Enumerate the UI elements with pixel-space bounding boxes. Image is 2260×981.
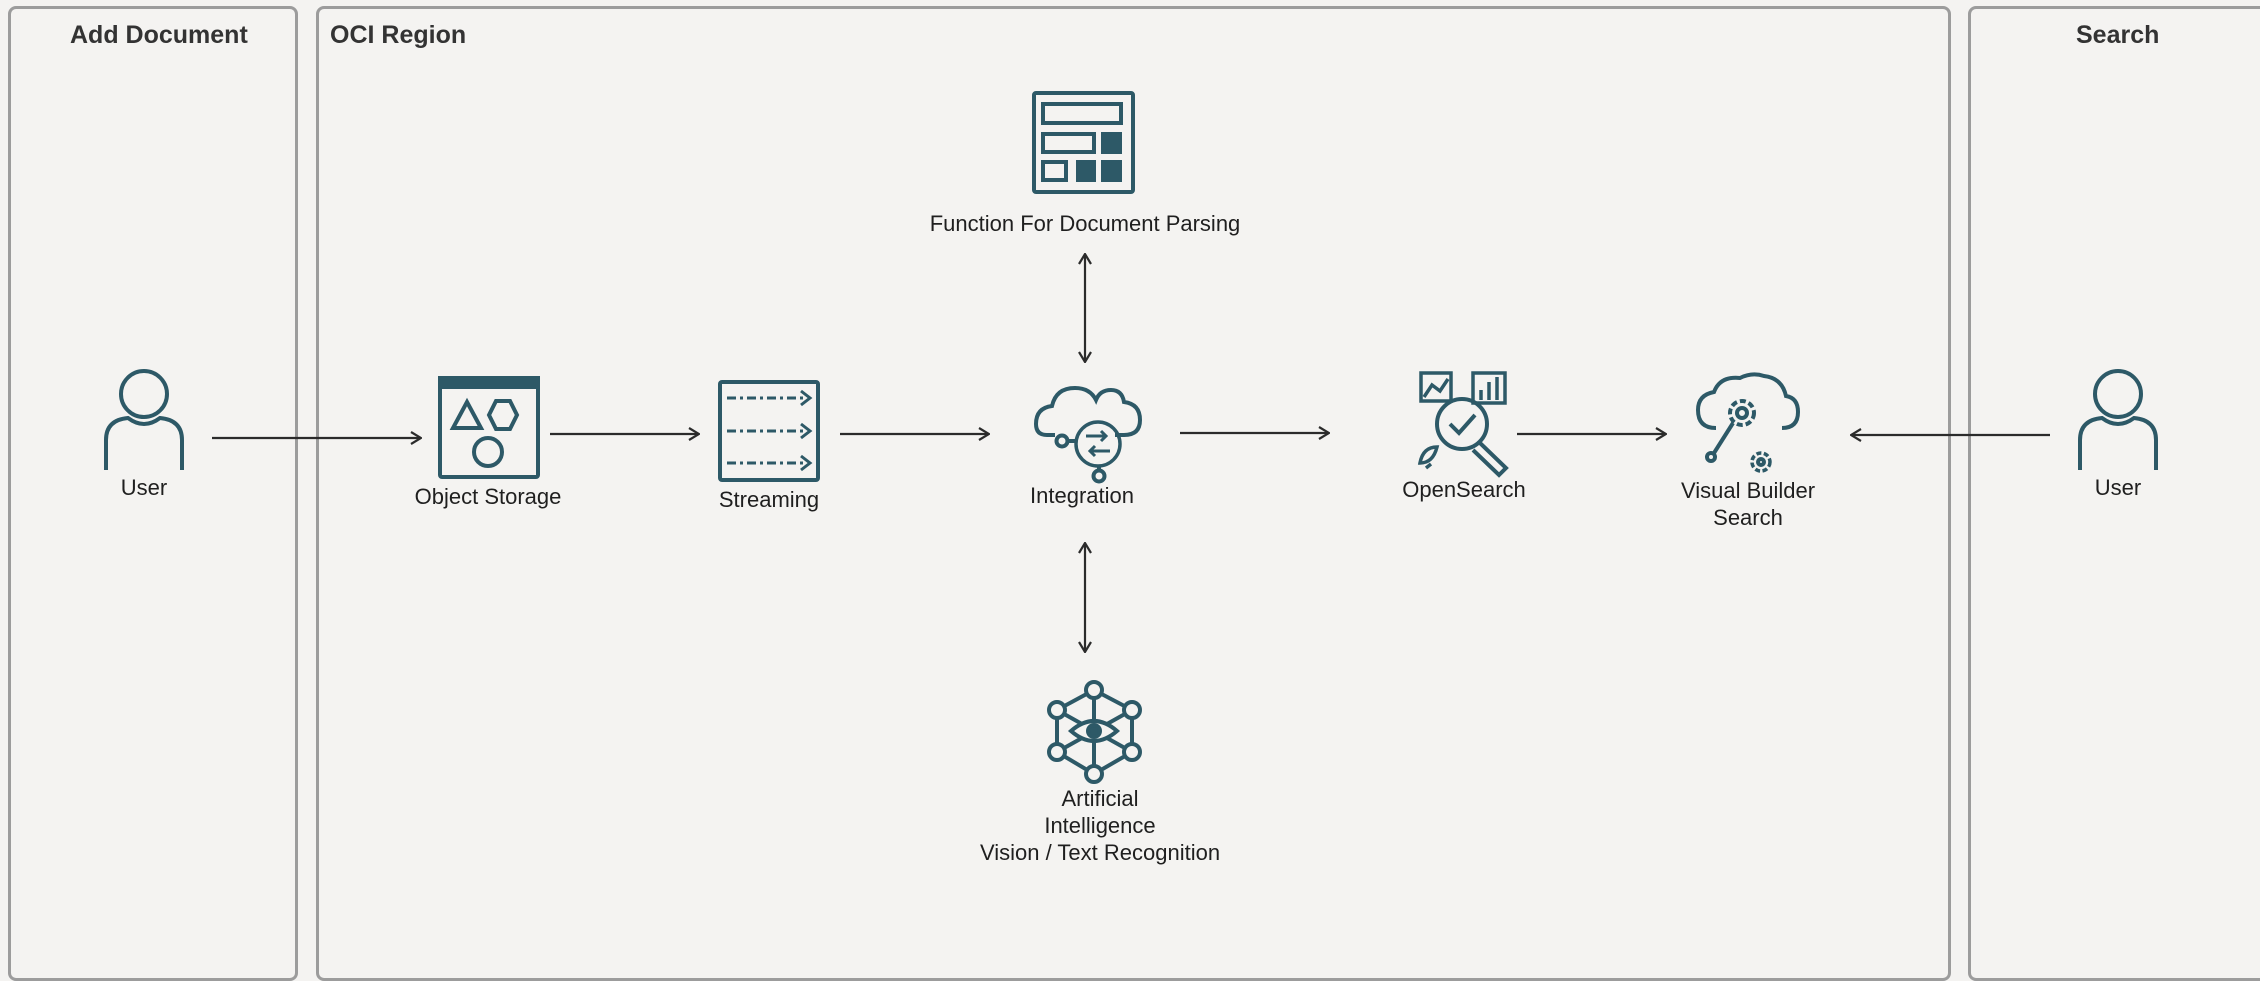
function-parsing-label: Function For Document Parsing	[929, 211, 1241, 236]
ai-vision-label: Artificial Intelligence Vision / Text Re…	[980, 785, 1220, 866]
oci-region-title: OCI Region	[330, 21, 467, 49]
opensearch-icon	[1417, 371, 1509, 478]
function-icon	[1032, 91, 1135, 194]
search-title: Search	[2076, 21, 2160, 49]
architecture-diagram	[104, 91, 2158, 784]
ai-vision-label-line: Vision / Text Recognition	[979, 840, 1221, 865]
visual-builder-icon	[1695, 372, 1801, 473]
visual-builder-label-line: Visual Builder	[1680, 478, 1816, 503]
visual-builder-label: Visual Builder Search	[1681, 477, 1815, 531]
object-storage-icon	[438, 376, 540, 479]
user-right-label: User	[2094, 475, 2142, 500]
add-document-panel: Add Document	[8, 6, 298, 981]
ai-vision-label-line: Artificial	[1061, 786, 1139, 811]
user-icon	[104, 369, 184, 470]
integration-icon	[1033, 385, 1143, 484]
integration-label: Integration	[1030, 483, 1134, 508]
object-storage-label: Object Storage	[414, 484, 562, 509]
ai-vision-icon	[1047, 680, 1142, 784]
user-left-label: User	[120, 475, 168, 500]
user-icon	[2078, 369, 2158, 470]
streaming-icon	[718, 380, 820, 482]
ai-vision-label-line: Intelligence	[1044, 813, 1156, 838]
search-panel: Search	[1968, 6, 2260, 981]
visual-builder-label-line: Search	[1713, 505, 1783, 530]
opensearch-label: OpenSearch	[1402, 477, 1526, 502]
streaming-label: Streaming	[718, 487, 820, 512]
add-document-title: Add Document	[70, 21, 248, 49]
